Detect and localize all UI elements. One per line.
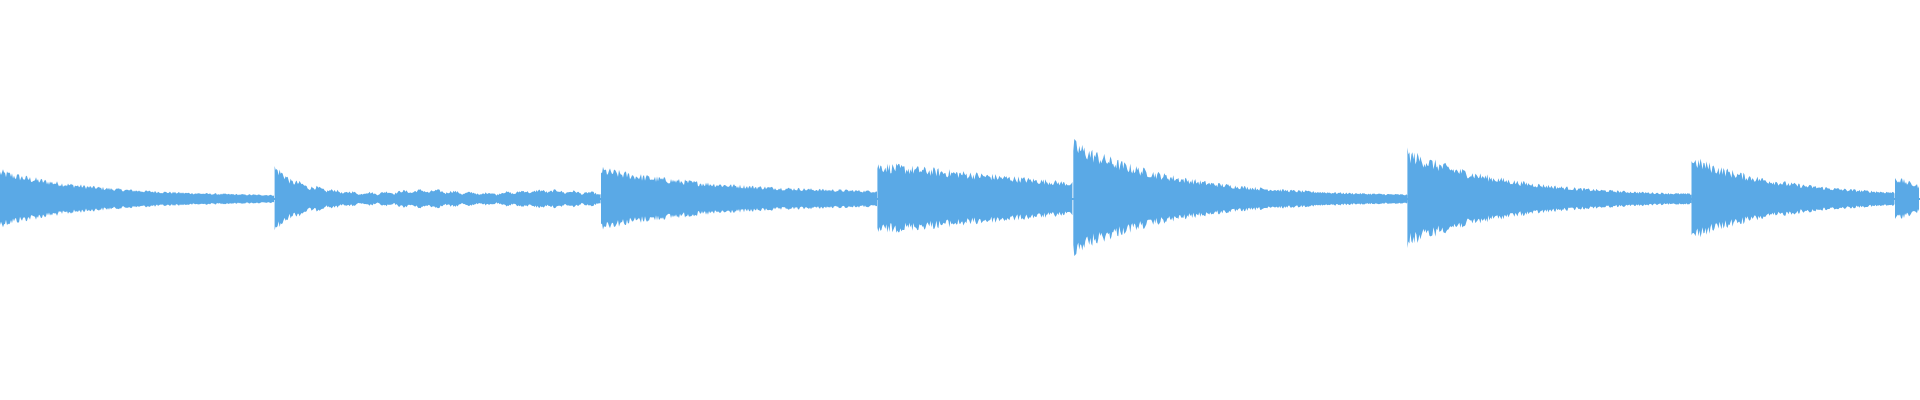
waveform-center-line (0, 198, 1920, 200)
waveform-segment (1073, 139, 1408, 256)
waveform-segment (1407, 147, 1692, 248)
waveform-segments (0, 139, 1920, 256)
